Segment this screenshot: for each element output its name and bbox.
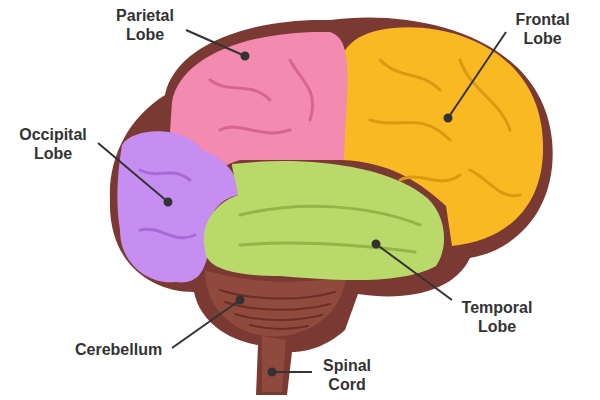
- brain-folds: [140, 60, 520, 252]
- part-label: Frontal Lobe: [500, 10, 585, 48]
- cerebellum-shape: [205, 270, 346, 336]
- brain-outline: [110, 18, 553, 395]
- spinal-cord-shape: [262, 336, 286, 392]
- leader-lines: [98, 30, 506, 376]
- part-label: Parietal Lobe: [105, 6, 185, 44]
- part-label: Occipital Lobe: [8, 125, 98, 163]
- part-label: Cerebellum: [75, 340, 162, 359]
- cerebellum-folds: [220, 290, 335, 329]
- part-label: Temporal Lobe: [452, 298, 542, 336]
- part-label: Spinal Cord: [312, 356, 382, 394]
